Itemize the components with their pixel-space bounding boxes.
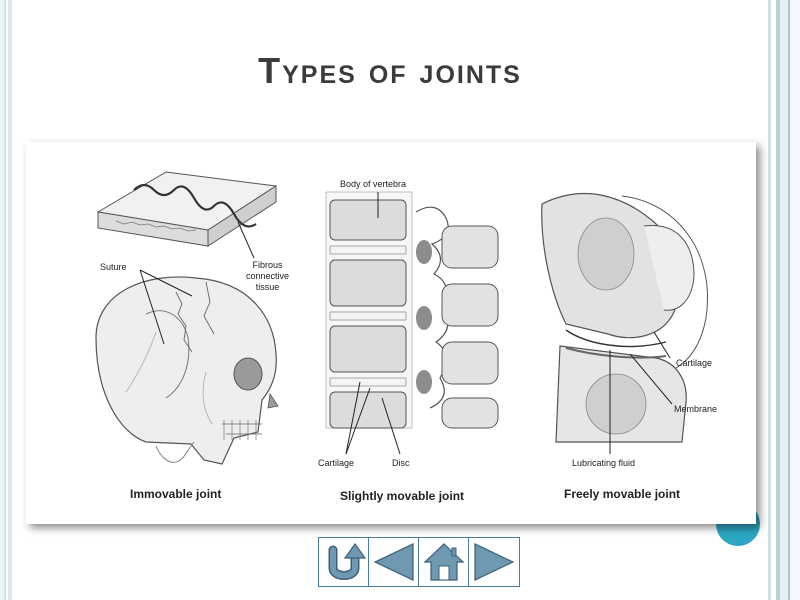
knee-cartilage-leader-line <box>653 331 671 359</box>
suture-leader-line <box>139 269 193 297</box>
caption-slightly-movable-joint: Slightly movable joint <box>340 489 465 503</box>
home-button[interactable] <box>418 537 470 587</box>
return-icon <box>328 542 367 580</box>
caption-freely-movable-joint: Freely movable joint <box>564 487 681 501</box>
label-cartilage-knee: Cartilage <box>676 358 713 368</box>
label-fibrous-line-3: tissue <box>255 282 280 292</box>
label-fibrous-line-1: Fibrous <box>252 260 283 270</box>
slide-title: Types of joints <box>258 50 522 91</box>
previous-icon <box>373 543 414 581</box>
skull-illustration <box>95 276 279 465</box>
label-disc: Disc <box>392 458 410 468</box>
fibrous-tissue-slab <box>96 171 278 259</box>
knee-joint-illustration <box>541 192 708 443</box>
caption-immovable-joint: Immovable joint <box>130 487 222 501</box>
label-fibrous-line-2: connective <box>246 271 290 281</box>
joints-illustration <box>95 171 708 465</box>
next-icon <box>474 543 515 581</box>
label-suture: Suture <box>100 262 127 272</box>
label-cartilage-disc: Cartilage <box>318 458 355 468</box>
membrane-leader-line <box>629 353 673 405</box>
next-button[interactable] <box>468 537 520 587</box>
cartilage-leader-line <box>345 387 371 455</box>
slide-frame-right <box>764 0 800 600</box>
slide-frame-left <box>0 0 12 600</box>
label-membrane: Membrane <box>674 404 718 414</box>
return-button[interactable] <box>318 537 370 587</box>
label-lubricating-fluid: Lubricating fluid <box>572 458 636 468</box>
home-icon <box>423 543 465 581</box>
joints-diagram-panel: Suture Fibrous connective tissue Body of… <box>26 142 756 524</box>
label-body-of-vertebra: Body of vertebra <box>340 179 407 189</box>
label-fibrous-tissue: Fibrous connective tissue <box>246 260 289 293</box>
suture-leader-line <box>139 269 165 345</box>
cartilage-leader-line <box>345 381 361 455</box>
disc-leader-line <box>381 397 401 455</box>
spine-illustration <box>325 191 499 429</box>
previous-button[interactable] <box>368 537 420 587</box>
